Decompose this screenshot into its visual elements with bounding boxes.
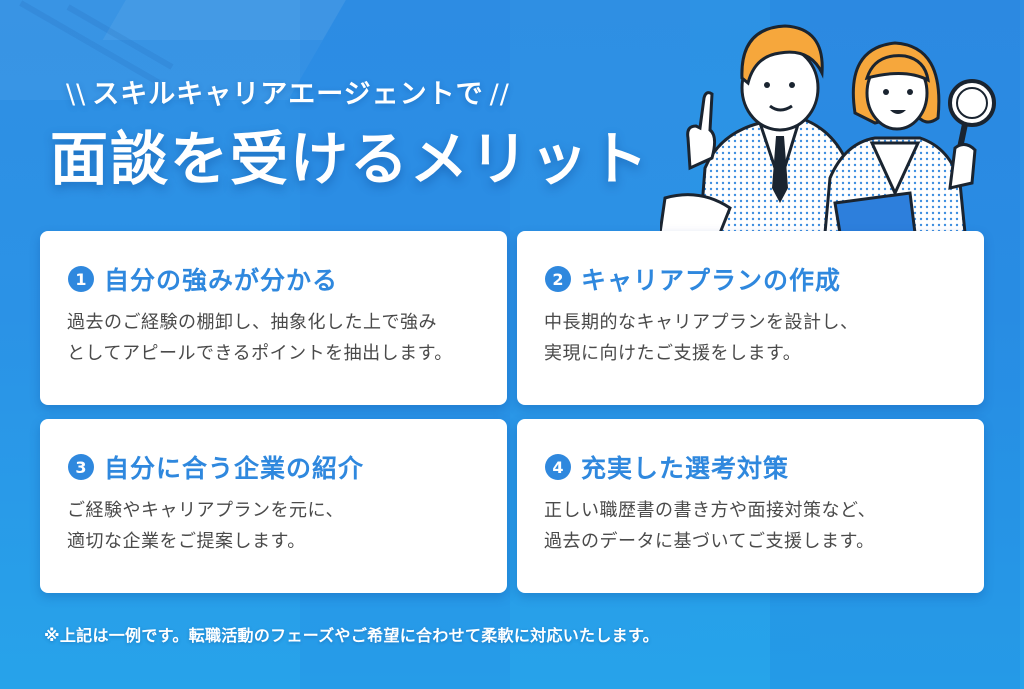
kicker-text: スキルキャリアエージェントで [92, 79, 484, 110]
merit-card-description: ご経験やキャリアプランを元に、 適切な企業をご提案します。 [67, 495, 487, 557]
merit-card-title: 自分に合う企業の紹介 [104, 454, 365, 483]
merit-card-title: 充実した選考対策 [581, 454, 790, 483]
footnote: ※上記は一例です。転職活動のフェーズやご希望に合わせて柔軟に対応いたします。 [44, 626, 659, 645]
description-line: 過去のご経験の棚卸し、抽象化した上で強み [67, 312, 437, 333]
two-consultants-illustration [660, 24, 996, 233]
number-badge-icon: 4 [545, 454, 571, 480]
description-line: 実現に向けたご支援をします。 [544, 343, 802, 364]
merit-card-header: 4 充実した選考対策 [545, 449, 789, 485]
description-line: ご経験やキャリアプランを元に、 [67, 500, 344, 521]
merit-card-title: 自分の強みが分かる [104, 266, 339, 295]
merit-card-description: 中長期的なキャリアプランを設計し、 実現に向けたご支援をします。 [544, 307, 964, 369]
merit-card-1: 1 自分の強みが分かる 過去のご経験の棚卸し、抽象化した上で強み としてアピール… [40, 231, 507, 405]
page-title: 面談を受けるメリット [50, 125, 651, 193]
merit-card-header: 3 自分に合う企業の紹介 [68, 449, 364, 485]
merit-card-header: 2 キャリアプランの作成 [545, 261, 841, 297]
number-badge-icon: 2 [545, 266, 571, 292]
merit-card-description: 過去のご経験の棚卸し、抽象化した上で強み としてアピールできるポイントを抽出しま… [67, 307, 487, 369]
merit-card-title: キャリアプランの作成 [581, 266, 842, 295]
description-line: 中長期的なキャリアプランを設計し、 [544, 312, 859, 333]
merit-card-3: 3 自分に合う企業の紹介 ご経験やキャリアプランを元に、 適切な企業をご提案しま… [40, 419, 507, 593]
decorative-backslashes: \\ [66, 79, 87, 110]
merit-card-4: 4 充実した選考対策 正しい職歴書の書き方や面接対策など、 過去のデータに基づい… [517, 419, 984, 593]
kicker-heading: \\スキルキャリアエージェントで// [60, 72, 516, 111]
description-line: 過去のデータに基づいてご支援します。 [544, 531, 875, 552]
merit-card-header: 1 自分の強みが分かる [68, 261, 338, 297]
number-badge-icon: 1 [68, 266, 94, 292]
merit-card-2: 2 キャリアプランの作成 中長期的なキャリアプランを設計し、 実現に向けたご支援… [517, 231, 984, 405]
decorative-slashes: // [489, 79, 510, 110]
number-badge-icon: 3 [68, 454, 94, 480]
description-line: 正しい職歴書の書き方や面接対策など、 [544, 500, 877, 521]
merit-card-description: 正しい職歴書の書き方や面接対策など、 過去のデータに基づいてご支援します。 [544, 495, 964, 557]
description-line: 適切な企業をご提案します。 [67, 531, 306, 552]
description-line: としてアピールできるポイントを抽出します。 [67, 343, 453, 364]
